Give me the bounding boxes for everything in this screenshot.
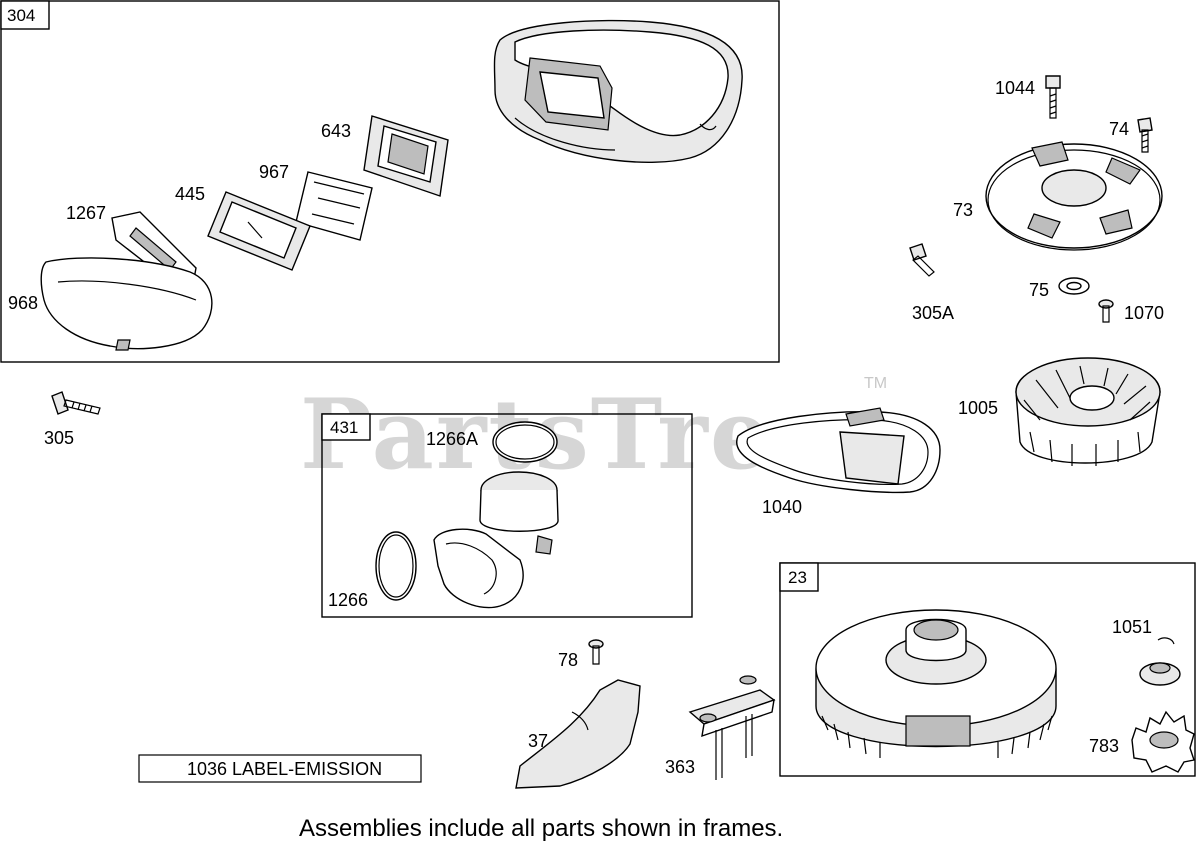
frame-tag-431: 431 [330, 418, 358, 437]
part-label-1051: 1051 [1112, 617, 1152, 637]
part-label-363: 363 [665, 757, 695, 777]
part-label-1266A: 1266A [426, 429, 478, 449]
part-783-drawing [1131, 710, 1195, 773]
part-1051-drawing [1139, 637, 1181, 686]
frame-tag-23: 23 [788, 568, 807, 587]
part-label-445: 445 [175, 184, 205, 204]
part-label-1070: 1070 [1124, 303, 1164, 323]
part-1266-drawing [375, 531, 417, 601]
footer-note: Assemblies include all parts shown in fr… [299, 815, 783, 842]
part-305A-drawing [909, 243, 935, 277]
part-968-drawing [40, 257, 213, 351]
blower-housing-drawing [493, 19, 743, 163]
part-label-74: 74 [1109, 119, 1129, 139]
part-label-75: 75 [1029, 280, 1049, 300]
part-label-37: 37 [528, 731, 548, 751]
part-363-drawing [688, 675, 776, 780]
frame-431: 431 [321, 413, 693, 618]
part-75-drawing [1058, 277, 1090, 295]
part-967-drawing [295, 171, 373, 241]
part-label-1267: 1267 [66, 203, 106, 223]
part-label-1044: 1044 [995, 78, 1035, 98]
part-1266A-drawing [492, 421, 558, 463]
part-label-643: 643 [321, 121, 351, 141]
part-label-305: 305 [44, 428, 74, 448]
part-label-783: 783 [1089, 736, 1119, 756]
part-label-968: 968 [8, 293, 38, 313]
part-37-drawing [515, 679, 641, 789]
frame-304: 304 [0, 0, 780, 363]
part-1040-drawing [736, 407, 941, 494]
part-label-78: 78 [558, 650, 578, 670]
part-1044-drawing [1045, 75, 1061, 119]
part-643-drawing [363, 115, 449, 197]
part-label-73: 73 [953, 200, 973, 220]
part-78-drawing [588, 639, 604, 665]
part-73-drawing [985, 141, 1163, 251]
watermark-trademark: TM [864, 375, 887, 392]
part-label-1266: 1266 [328, 590, 368, 610]
emission-label-text: 1036 LABEL-EMISSION [187, 759, 382, 779]
part-label-1040: 1040 [762, 497, 802, 517]
part-1005-drawing [1015, 357, 1161, 466]
part-label-967: 967 [259, 162, 289, 182]
intake-elbow-drawing [433, 471, 559, 609]
emission-label-box: 1036 LABEL-EMISSION [138, 754, 422, 783]
part-1070-drawing [1098, 299, 1114, 323]
part-label-305A: 305A [912, 303, 954, 323]
part-74-drawing [1137, 117, 1153, 153]
frame-23: 23 [779, 562, 1196, 777]
part-label-1005: 1005 [958, 398, 998, 418]
part-445-drawing [207, 191, 311, 271]
part-305-drawing [51, 391, 101, 415]
flywheel-drawing [815, 609, 1057, 758]
frame-tag-304: 304 [7, 6, 35, 25]
